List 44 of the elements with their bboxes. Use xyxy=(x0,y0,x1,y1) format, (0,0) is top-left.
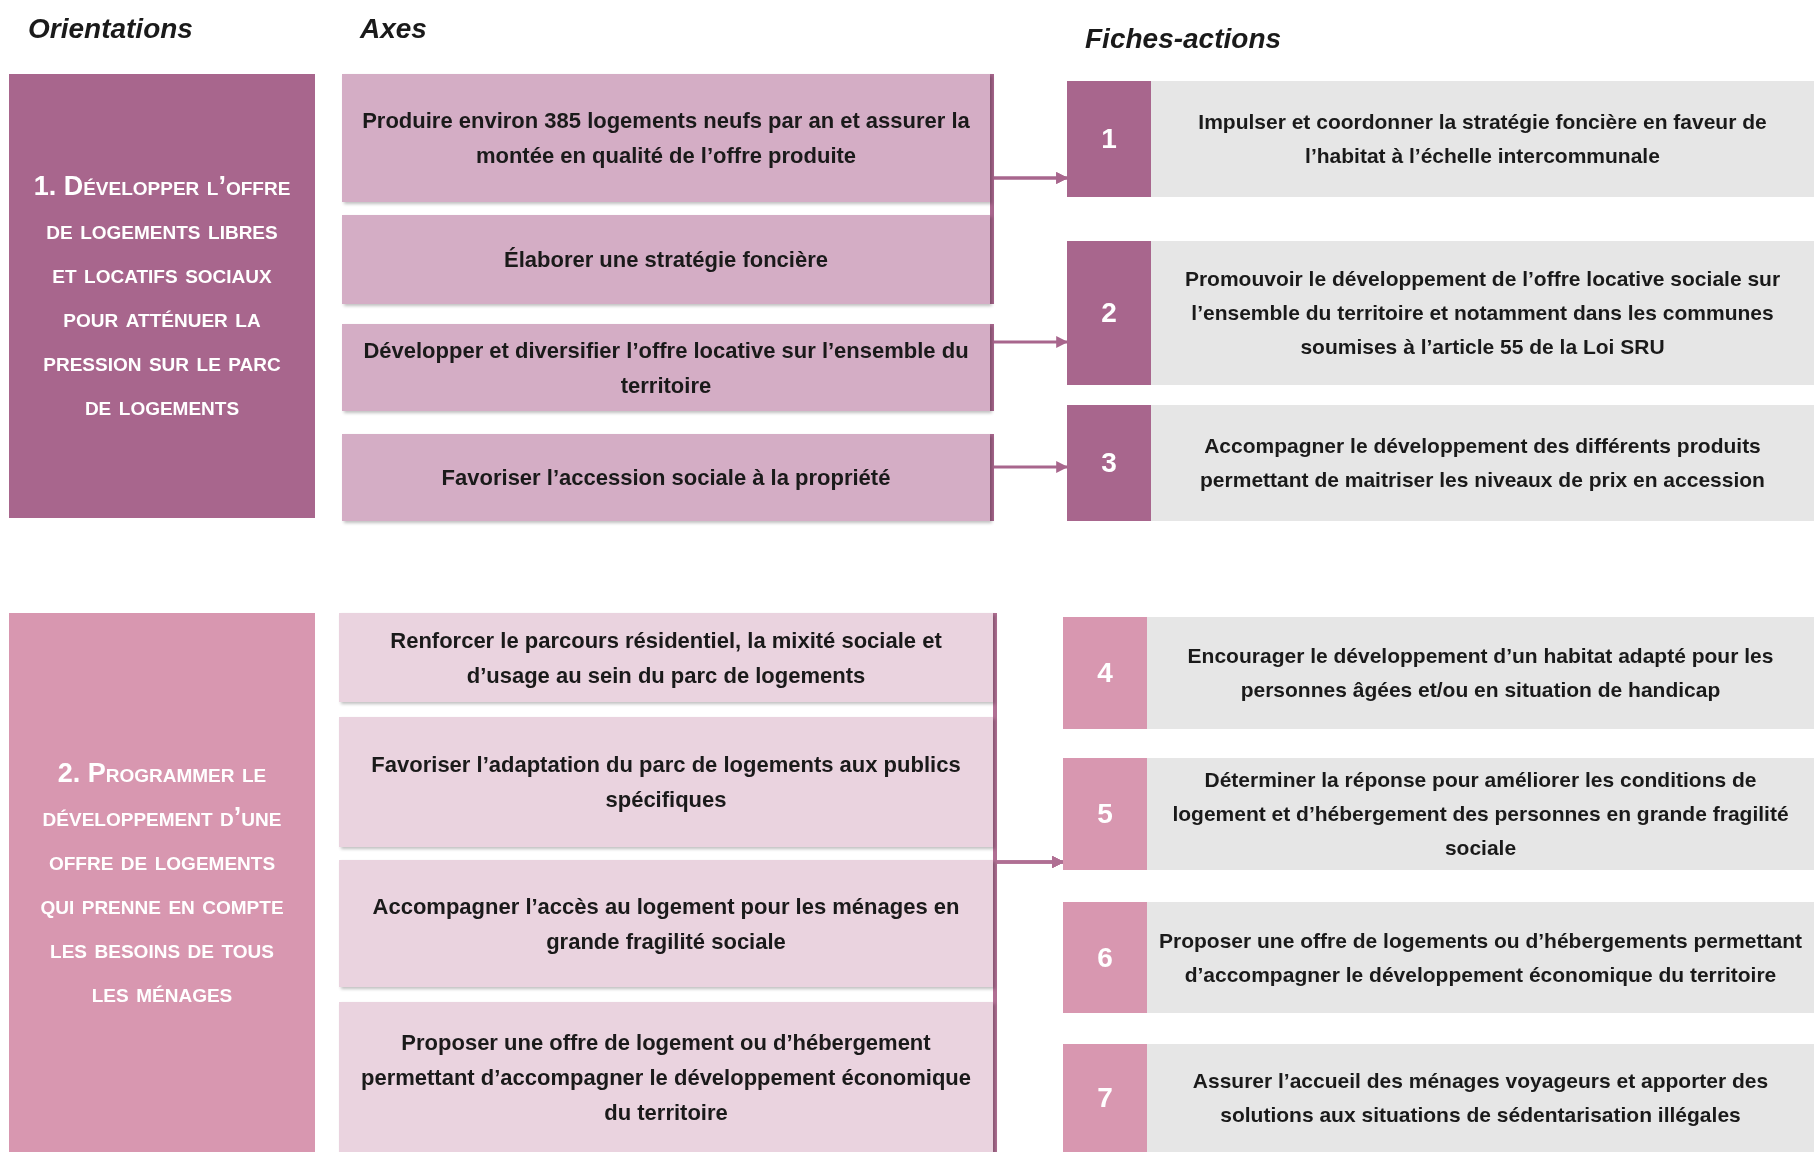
action-card xyxy=(1063,758,1814,870)
action-number: 4 xyxy=(1063,617,1147,729)
axis-box xyxy=(339,717,993,847)
orientation-text: 1. Développer l’offre de logements libres et locatifs sociaux pour atténuer la pression sur le parc de logements xyxy=(33,170,291,423)
axis-text: Proposer une offre de logement ou d’hébergement permettant d’accompagner le développement économique du territoire xyxy=(360,1028,972,1127)
orientation-box xyxy=(9,74,315,518)
axis-box xyxy=(339,613,993,702)
axis-box xyxy=(342,324,990,411)
column-heading: Fiches-actions xyxy=(1085,22,1282,56)
action-number: 6 xyxy=(1063,902,1147,1013)
axis-text: Favoriser l’adaptation du parc de logements aux publics spécifiques xyxy=(370,751,962,814)
action-number: 1 xyxy=(1067,81,1151,197)
orientation-box xyxy=(9,613,315,1152)
action-text: Assurer l’accueil des ménages voyageurs et apporter des solutions aux situations de sédentarisation illégales xyxy=(1191,1068,1770,1128)
action-number: 3 xyxy=(1067,405,1151,521)
action-number: 2 xyxy=(1067,241,1151,385)
axis-text: Développer et diversifier l’offre locative sur l’ensemble du territoire xyxy=(362,336,970,400)
axis-box xyxy=(339,1002,993,1152)
action-number: 7 xyxy=(1063,1044,1147,1152)
action-number: 5 xyxy=(1063,758,1147,870)
action-card xyxy=(1063,617,1814,729)
axis-box xyxy=(342,74,990,202)
action-text: Encourager le développement d’un habitat adapté pour les personnes âgées et/ou en situation de handicap xyxy=(1186,643,1775,703)
axis-text: Élaborer une stratégie foncière xyxy=(504,246,828,274)
action-card xyxy=(1063,902,1814,1013)
axis-box xyxy=(339,860,993,987)
orientation-text: 2. Programmer le développement d’une offre de logements qui prenne en compte les besoins de tous les ménages xyxy=(39,756,285,1010)
action-text: Déterminer la réponse pour améliorer les conditions de logement et d’hébergement des personnes en grande fragilité sociale xyxy=(1171,767,1790,861)
action-text: Impulser et coordonner la stratégie foncière en faveur de l’habitat à l’échelle intercommunale xyxy=(1197,109,1768,169)
action-text: Accompagner le développement des différents produits permettant de maitriser les niveaux de prix en accession xyxy=(1199,433,1766,493)
action-text: Promouvoir le développement de l’offre locative sociale sur l’ensemble du territoire et notamment dans les communes soumises à l’article 55 de la Loi SRU xyxy=(1183,266,1782,360)
axis-box xyxy=(342,215,990,304)
axis-text: Favoriser l’accession sociale à la propriété xyxy=(441,464,891,492)
axis-text: Accompagner l’accès au logement pour les ménages en grande fragilité sociale xyxy=(371,892,961,956)
action-card xyxy=(1063,1044,1814,1152)
action-card xyxy=(1067,81,1814,197)
action-card xyxy=(1067,241,1814,385)
axis-text: Produire environ 385 logements neufs par an et assurer la montée en qualité de l’offre produite xyxy=(361,107,971,170)
action-card xyxy=(1067,405,1814,521)
axis-box xyxy=(342,434,990,521)
column-heading: Axes xyxy=(360,12,427,46)
column-heading: Orientations xyxy=(28,12,193,46)
axis-text: Renforcer le parcours résidentiel, la mixité sociale et d’usage au sein du parc de logements xyxy=(389,626,943,690)
action-text: Proposer une offre de logements ou d’hébergements permettant d’accompagner le développement économique du territoire xyxy=(1159,927,1802,988)
